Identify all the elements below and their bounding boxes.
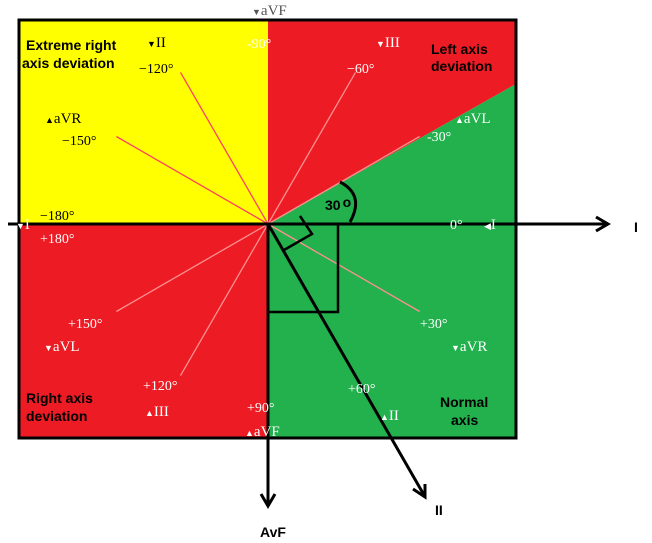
lead-I-arrowhead (595, 215, 611, 233)
deg-p60: +60° (348, 382, 376, 397)
extreme-right-label: Extreme right axis deviation (22, 37, 120, 71)
deg-m180: −180° (40, 209, 75, 224)
right-I-marker: ◀I (484, 217, 496, 233)
left-axis-zone (268, 20, 516, 224)
deg-m120: −120° (139, 62, 174, 77)
deg-p30: +30° (420, 317, 448, 332)
deg-p180: +180° (40, 232, 75, 247)
left-axis-label: Left axis deviation (431, 41, 492, 74)
deg-m30: -30° (427, 130, 451, 145)
deg-p120: +120° (143, 379, 178, 394)
deg-zero: 0° (450, 218, 463, 233)
lead-AvF-end-label: AvF (260, 524, 286, 540)
radial-line (267, 135, 420, 225)
pos-aVR-label: ▼aVR (451, 339, 487, 355)
radial-line (116, 135, 269, 225)
lead-II-axis (266, 223, 426, 496)
angle-arc (339, 180, 358, 223)
radial-line (267, 72, 357, 225)
right-angle-marker (283, 215, 314, 252)
left-I-marker: ▼I (16, 217, 30, 233)
deg-p90: +90° (247, 401, 275, 416)
deg-m60: −60° (347, 62, 375, 77)
top-aVF-marker: ▼aVF (252, 3, 287, 19)
pos-aVF-label: ▲aVF (245, 424, 280, 440)
deg-p150: +150° (68, 317, 103, 332)
deg-m150: −150° (62, 134, 97, 149)
normal-box (266, 222, 340, 314)
radial-line (116, 223, 269, 313)
normal-axis-zone (268, 84, 516, 438)
neg-aVR-label: ▲aVR (45, 111, 81, 127)
lead-AvF-arrowhead (259, 493, 277, 509)
radial-lines (116, 72, 420, 376)
neg-aVL-label: ▼aVL (44, 339, 80, 355)
pos-II-label: ▲II (380, 408, 399, 424)
lead-II-arrowhead (412, 484, 427, 500)
pos-aVL-label: ▲aVL (455, 111, 491, 127)
neg-III-label: ▼III (376, 35, 400, 51)
neg-II-label: ▼II (147, 35, 166, 51)
radial-line (267, 223, 420, 313)
deg-m90: -90° (247, 37, 271, 52)
extreme-right-zone (19, 20, 268, 224)
normal-axis-label: Normal axis (440, 394, 492, 428)
right-axis-label: Right axis deviation (26, 390, 97, 424)
lead-II-end-label: II (435, 502, 443, 518)
radial-line (179, 223, 269, 376)
radial-line (179, 72, 269, 225)
lead-I-end-label: I (634, 219, 638, 235)
axes (8, 180, 611, 509)
pos-III-label: ▲III (145, 404, 169, 420)
right-axis-zone (19, 224, 268, 438)
